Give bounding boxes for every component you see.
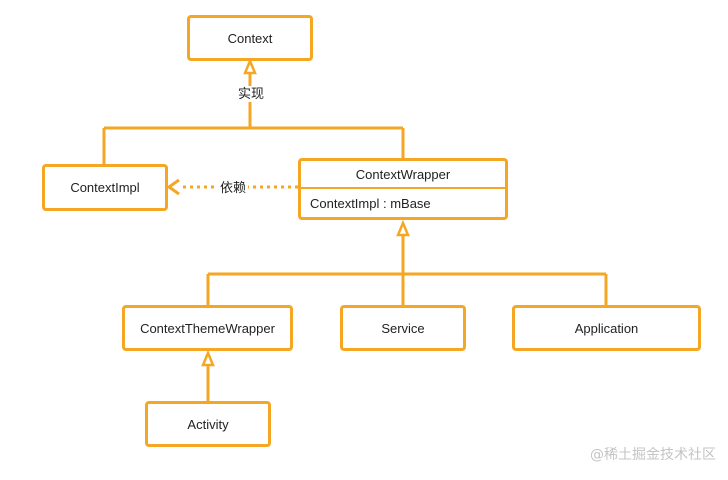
impl-arrowhead [243, 57, 257, 75]
node-context-wrapper-field: ContextImpl : mBase [310, 195, 431, 211]
implements-label: 实现 [236, 86, 267, 102]
node-service: Service [340, 305, 466, 351]
node-context-label: Context [227, 30, 273, 46]
node-context-wrapper-title: ContextWrapper [301, 161, 505, 189]
node-application: Application [512, 305, 701, 351]
depends-label: 依赖 [218, 180, 249, 196]
inh-arrowhead [396, 219, 410, 237]
node-application-label: Application [574, 320, 639, 336]
inherits-connector [206, 231, 608, 306]
node-context-theme-wrapper-label: ContextThemeWrapper [140, 320, 275, 336]
node-context-impl-label: ContextImpl [70, 180, 140, 195]
node-context-theme-wrapper: ContextThemeWrapper [122, 305, 293, 351]
activity-arrowhead [201, 349, 215, 367]
node-activity: Activity [145, 401, 271, 447]
watermark: @稀土掘金技术社区 [590, 447, 716, 463]
node-context-impl: ContextImpl [42, 164, 168, 211]
node-service-label: Service [381, 320, 425, 336]
node-context-wrapper: ContextWrapper ContextImpl : mBase [298, 158, 508, 220]
node-activity-label: Activity [187, 416, 229, 432]
implements-connector [102, 68, 405, 164]
node-context: Context [187, 15, 313, 61]
depends-arrowhead [166, 178, 180, 196]
